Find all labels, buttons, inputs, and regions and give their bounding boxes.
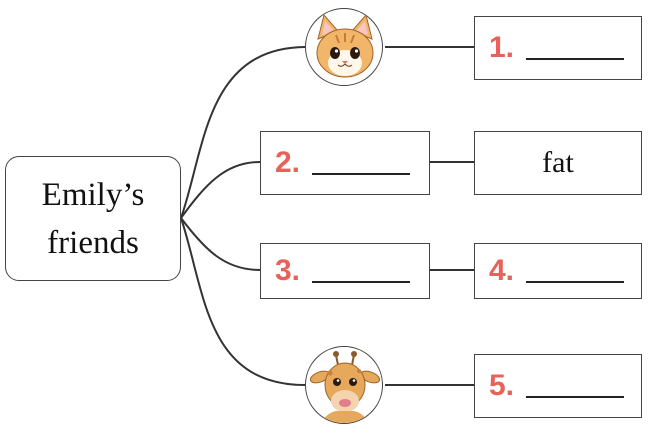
answer-box-5: 5.: [474, 354, 642, 418]
answer-number-5: 5.: [489, 369, 515, 402]
central-topic: Emily’s friends: [5, 156, 181, 281]
central-topic-line-2: friends: [47, 224, 139, 261]
answer-number-2: 2.: [275, 146, 301, 179]
cat-icon: [305, 8, 383, 86]
word-box-fat: fat: [474, 131, 642, 195]
answer-number-4: 4.: [489, 254, 515, 287]
answer-number-1: 1.: [489, 31, 515, 64]
answer-box-2: 2.: [260, 131, 430, 195]
answer-blank-3[interactable]: [312, 281, 411, 283]
answer-blank-1[interactable]: [526, 58, 625, 60]
connector-to-slot-2: [180, 161, 261, 219]
central-topic-line-1: Emily’s: [41, 176, 145, 213]
answer-blank-4[interactable]: [526, 281, 625, 283]
answer-box-4: 4.: [474, 243, 642, 299]
giraffe-icon: [305, 346, 383, 424]
answer-box-3: 3.: [260, 243, 430, 299]
answer-blank-2[interactable]: [312, 173, 411, 175]
answer-box-1: 1.: [474, 16, 642, 80]
connector-to-giraffe: [180, 217, 306, 386]
answer-number-3: 3.: [275, 254, 301, 287]
answer-blank-5[interactable]: [526, 396, 625, 398]
connector-to-cat: [180, 46, 306, 219]
word-fat: fat: [542, 146, 574, 179]
connector-to-slot-3: [180, 217, 261, 271]
